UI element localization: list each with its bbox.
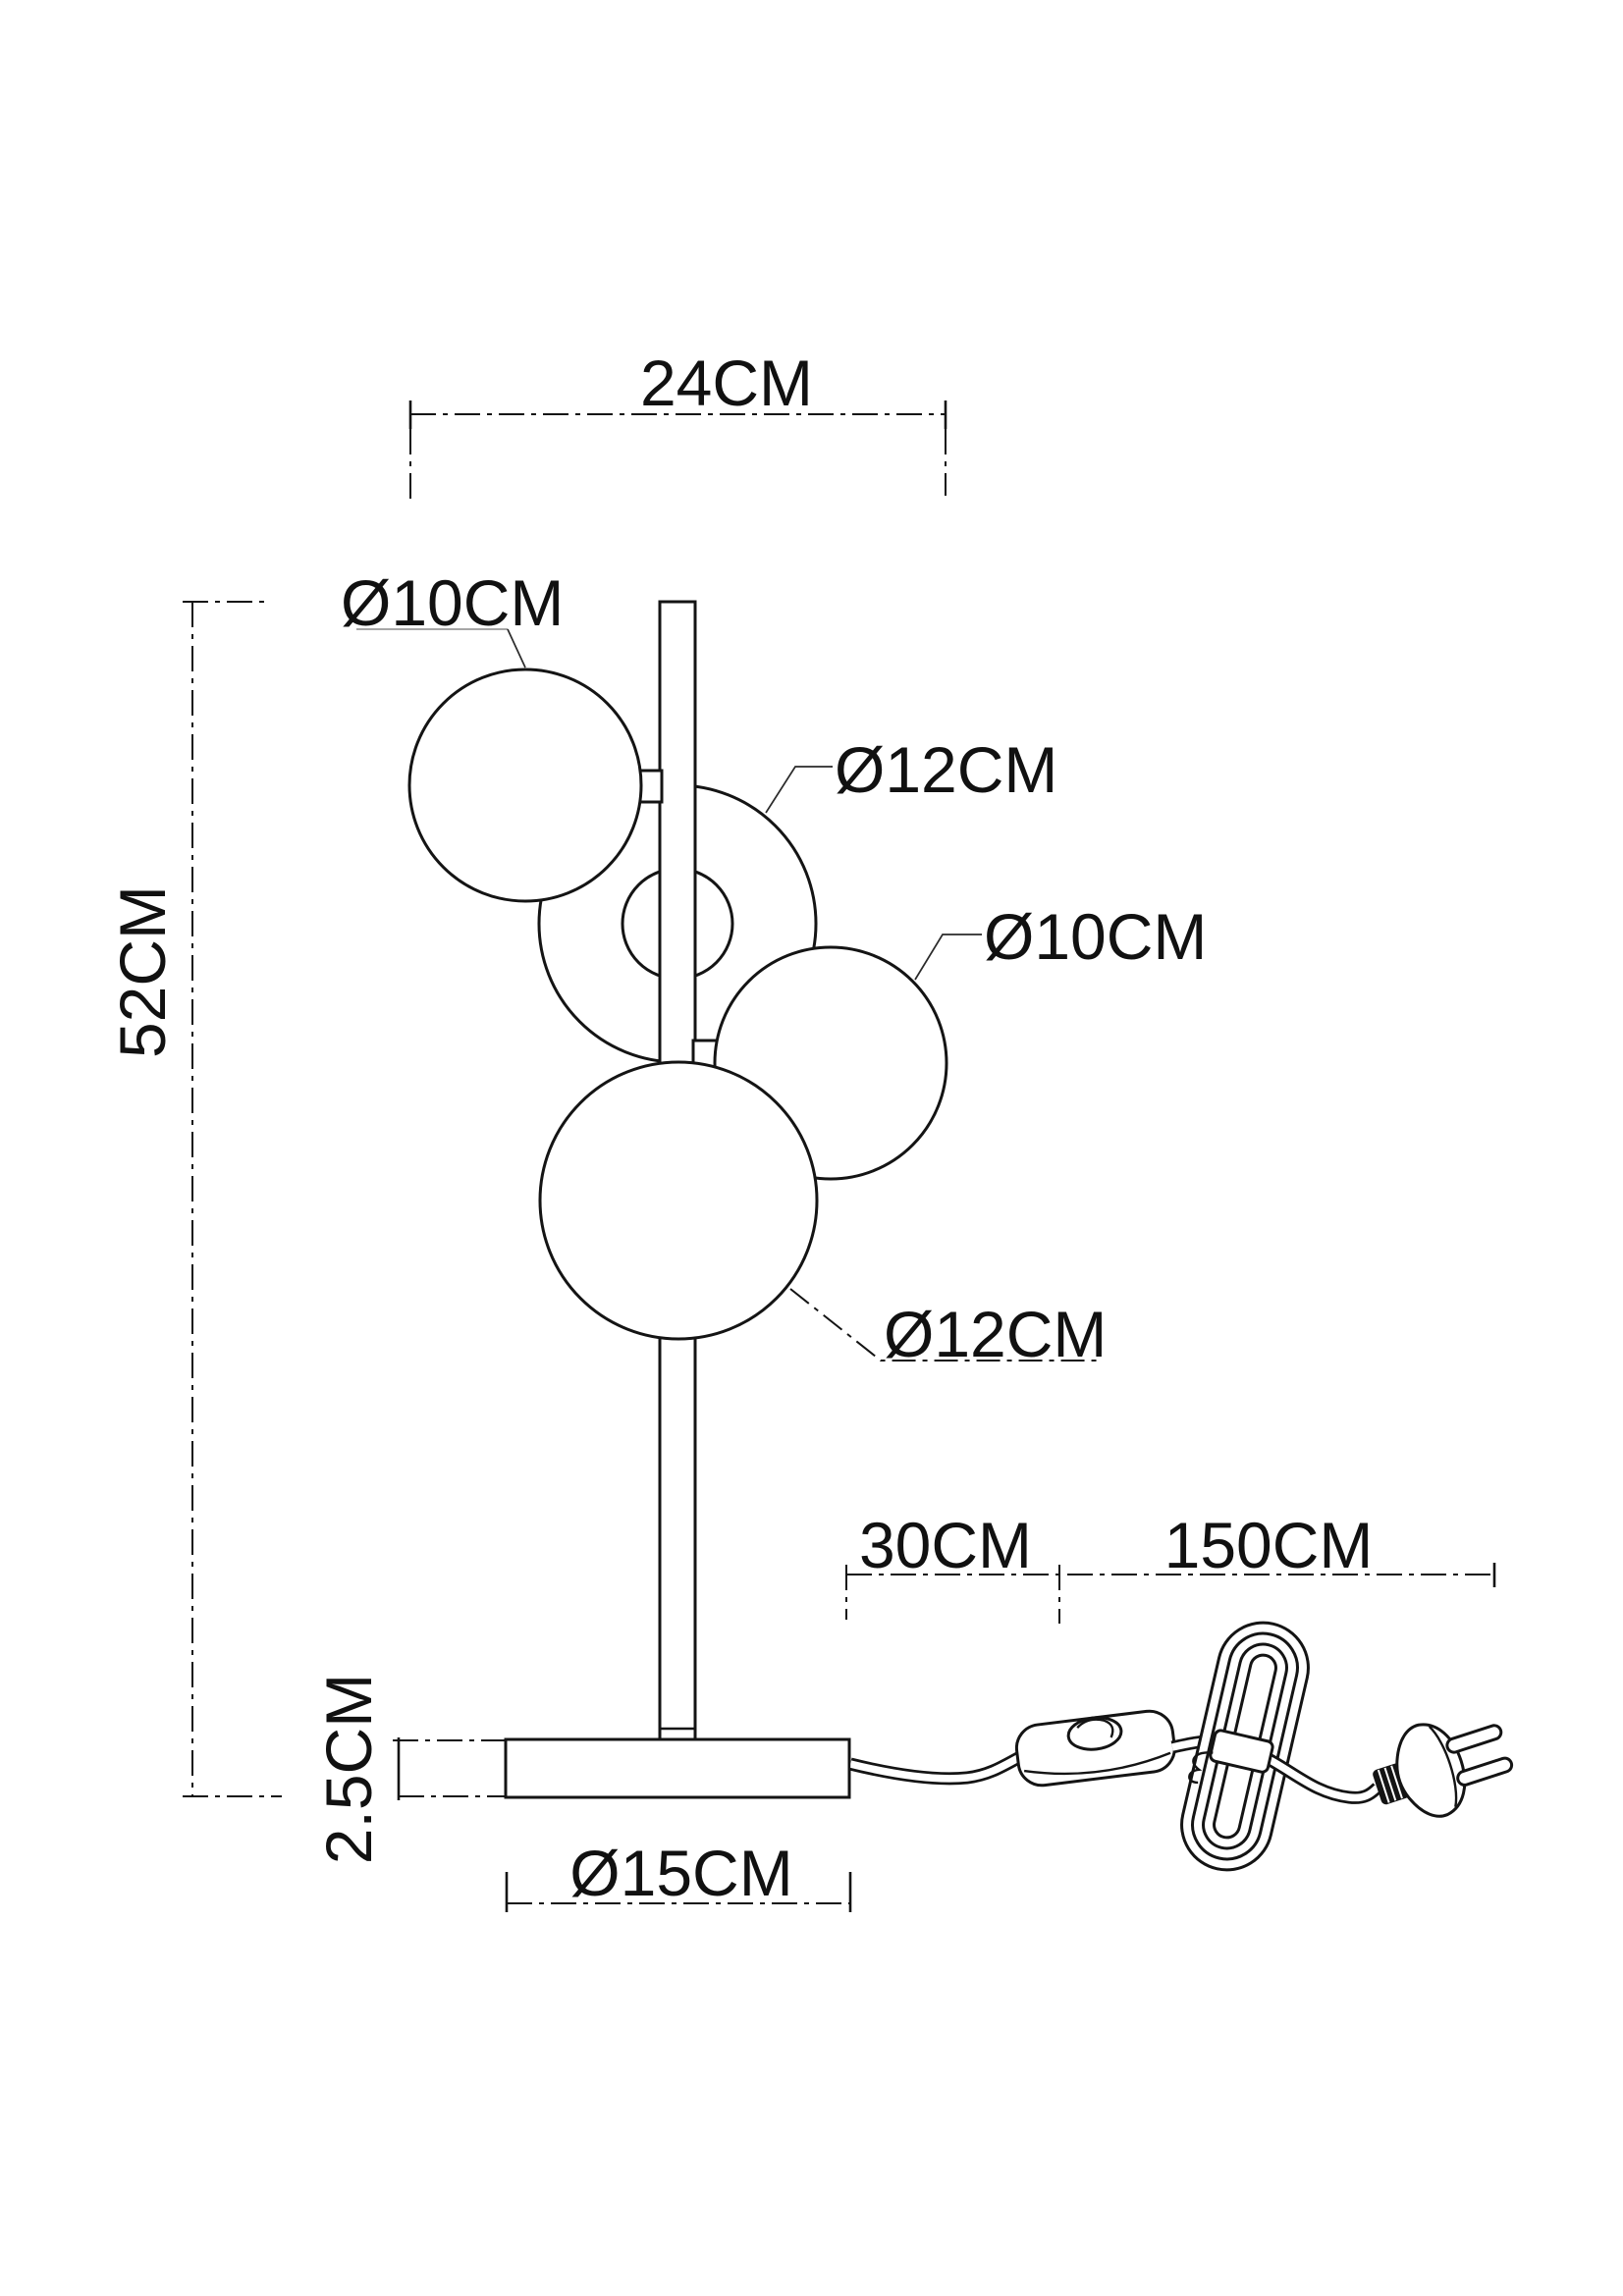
cord-base-to-switch [848,1746,1033,1786]
relief-rib [1390,1765,1403,1799]
cord-line-core [1265,1754,1380,1802]
plug-prong-top-core [1448,1727,1500,1751]
leader-line [789,1288,1102,1362]
shade-label: Ø12CM [835,733,1057,806]
shade-label: Ø10CM [984,900,1207,973]
shade-label: Ø10CM [341,566,564,639]
tie-loose-end [1188,1751,1214,1785]
sphere-bottom [538,1060,819,1341]
inline-switch [1014,1709,1176,1788]
dim-label-base-diameter: Ø15CM [569,1837,792,1909]
coil-tie-wrap [1188,1729,1274,1785]
dim-label-height: 52CM [106,885,179,1058]
label-shade-middle: Ø12CM [765,733,1057,814]
leader-line [765,766,833,814]
switch-rocker-detail [1076,1718,1114,1738]
dimension-base-diameter: Ø15CM [505,1837,852,1912]
cord-line-core [849,1748,1031,1783]
relief-rib [1377,1769,1390,1803]
coil-loop-2 [1191,1631,1299,1861]
label-shade-right: Ø10CM [914,900,1207,981]
power-plug [1373,1723,1514,1818]
lamp-drawing [407,600,1514,1872]
leader-line [507,628,526,668]
dimension-base-height: 2.5CM [312,1674,507,1864]
dim-label-cord-total: 150CM [1164,1509,1374,1581]
dim-label-width: 24CM [640,347,813,419]
plug-prong-bottom-core [1459,1759,1511,1784]
switch-rocker [1066,1716,1123,1751]
plug-face-line [1428,1726,1458,1807]
dim-label-cord-switch: 30CM [859,1509,1032,1581]
switch-seam [1023,1751,1171,1776]
dimension-overall-width: 24CM [408,347,947,506]
label-shade-top-left: Ø10CM [341,566,564,668]
cord-coil-to-plug [1263,1752,1382,1804]
relief-rib [1383,1767,1397,1801]
dimension-cord: 30CM 150CM [845,1509,1496,1624]
leader-line [914,934,982,981]
dimension-overall-height: 52CM [106,601,282,1797]
lamp-base [504,1737,851,1799]
dim-label-base-height: 2.5CM [312,1674,385,1864]
tie-band [1209,1729,1274,1774]
shade-label: Ø12CM [884,1298,1107,1370]
label-shade-bottom: Ø12CM [789,1288,1107,1370]
sphere-top-left [407,667,643,903]
